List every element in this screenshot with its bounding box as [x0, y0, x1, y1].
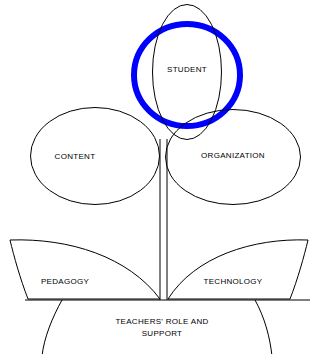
- outline-path: [25, 300, 310, 354]
- outline-path: [166, 110, 301, 205]
- node-label: STUDENT: [167, 64, 207, 76]
- node-label: TECHNOLOGY: [203, 276, 262, 288]
- outline-path: [168, 240, 308, 299]
- node-label: CONTENT: [55, 151, 96, 163]
- outline-path: [31, 108, 160, 205]
- technology-leaf: TECHNOLOGY: [166, 238, 310, 300]
- node-label: TEACHERS' ROLE AND SUPPORT: [110, 316, 215, 339]
- pedagogy-leaf: PEDAGOGY: [8, 238, 162, 300]
- node-label: PEDAGOGY: [41, 276, 89, 288]
- outline-path: [10, 240, 160, 299]
- node-outline: [8, 238, 162, 300]
- content-petal: CONTENT: [30, 107, 160, 205]
- node-label: ORGANIZATION: [201, 150, 265, 162]
- student-oval: STUDENT: [152, 4, 222, 140]
- stem-line: [167, 139, 168, 300]
- outline-path: [153, 5, 222, 140]
- ground-base: TEACHERS' ROLE AND SUPPORT: [20, 298, 310, 354]
- organization-petal: ORGANIZATION: [165, 109, 301, 205]
- student-ring: [134, 24, 240, 126]
- stem-line: [160, 139, 161, 300]
- node-outline: [166, 238, 310, 300]
